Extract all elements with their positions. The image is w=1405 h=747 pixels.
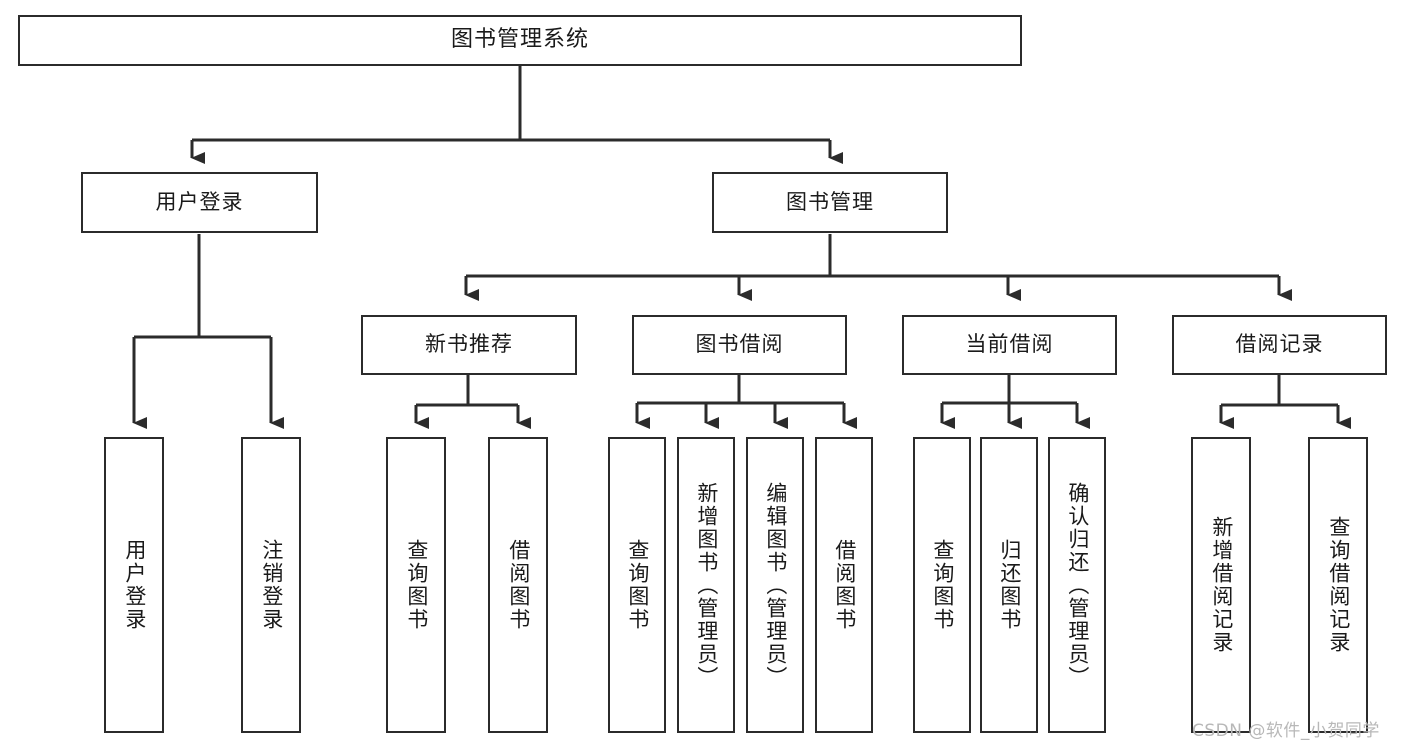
node-leaf-confirm-return[interactable]: 确认归还（管理员） xyxy=(1048,437,1106,733)
node-leaf-query-book-1-label: 查询图书 xyxy=(404,539,429,631)
node-new-book-recommend[interactable]: 新书推荐 xyxy=(361,315,577,375)
node-leaf-borrow-book-2-label: 借阅图书 xyxy=(832,539,857,631)
node-leaf-borrow-book-2[interactable]: 借阅图书 xyxy=(815,437,873,733)
node-leaf-edit-book[interactable]: 编辑图书（管理员） xyxy=(746,437,804,733)
node-user-login[interactable]: 用户登录 xyxy=(81,172,318,233)
node-borrow-record[interactable]: 借阅记录 xyxy=(1172,315,1387,375)
node-leaf-user-login-label: 用户登录 xyxy=(122,539,147,631)
node-leaf-add-record[interactable]: 新增借阅记录 xyxy=(1191,437,1251,733)
node-leaf-logout[interactable]: 注销登录 xyxy=(241,437,301,733)
node-root-label: 图书管理系统 xyxy=(450,27,589,53)
node-user-login-label: 用户登录 xyxy=(155,189,244,214)
node-book-borrow[interactable]: 图书借阅 xyxy=(632,315,847,375)
node-root[interactable]: 图书管理系统 xyxy=(18,15,1022,66)
node-leaf-borrow-book-1-label: 借阅图书 xyxy=(506,539,531,631)
node-leaf-user-login[interactable]: 用户登录 xyxy=(104,437,164,733)
node-leaf-edit-book-label: 编辑图书（管理员） xyxy=(763,481,788,689)
node-leaf-logout-label: 注销登录 xyxy=(259,539,284,631)
node-leaf-borrow-book-1[interactable]: 借阅图书 xyxy=(488,437,548,733)
node-leaf-query-book-1[interactable]: 查询图书 xyxy=(386,437,446,733)
node-leaf-return-book[interactable]: 归还图书 xyxy=(980,437,1038,733)
node-book-borrow-label: 图书借阅 xyxy=(695,332,784,357)
node-leaf-query-book-2[interactable]: 查询图书 xyxy=(608,437,666,733)
node-new-book-recommend-label: 新书推荐 xyxy=(425,332,513,357)
node-current-borrow[interactable]: 当前借阅 xyxy=(902,315,1117,375)
node-leaf-query-book-3-label: 查询图书 xyxy=(930,539,955,631)
node-leaf-query-book-2-label: 查询图书 xyxy=(625,539,650,631)
node-leaf-add-book-label: 新增图书（管理员） xyxy=(694,481,719,689)
node-leaf-confirm-return-label: 确认归还（管理员） xyxy=(1065,481,1090,689)
node-leaf-query-book-3[interactable]: 查询图书 xyxy=(913,437,971,733)
watermark-text: CSDN @软件_小贺同学 xyxy=(1192,721,1380,741)
node-book-manage[interactable]: 图书管理 xyxy=(712,172,948,233)
node-current-borrow-label: 当前借阅 xyxy=(965,332,1054,357)
node-leaf-query-record[interactable]: 查询借阅记录 xyxy=(1308,437,1368,733)
node-leaf-add-record-label: 新增借阅记录 xyxy=(1209,516,1234,654)
node-leaf-return-book-label: 归还图书 xyxy=(997,539,1022,631)
node-leaf-add-book[interactable]: 新增图书（管理员） xyxy=(677,437,735,733)
node-book-manage-label: 图书管理 xyxy=(786,189,874,214)
node-leaf-query-record-label: 查询借阅记录 xyxy=(1326,516,1351,654)
node-borrow-record-label: 借阅记录 xyxy=(1235,332,1324,357)
